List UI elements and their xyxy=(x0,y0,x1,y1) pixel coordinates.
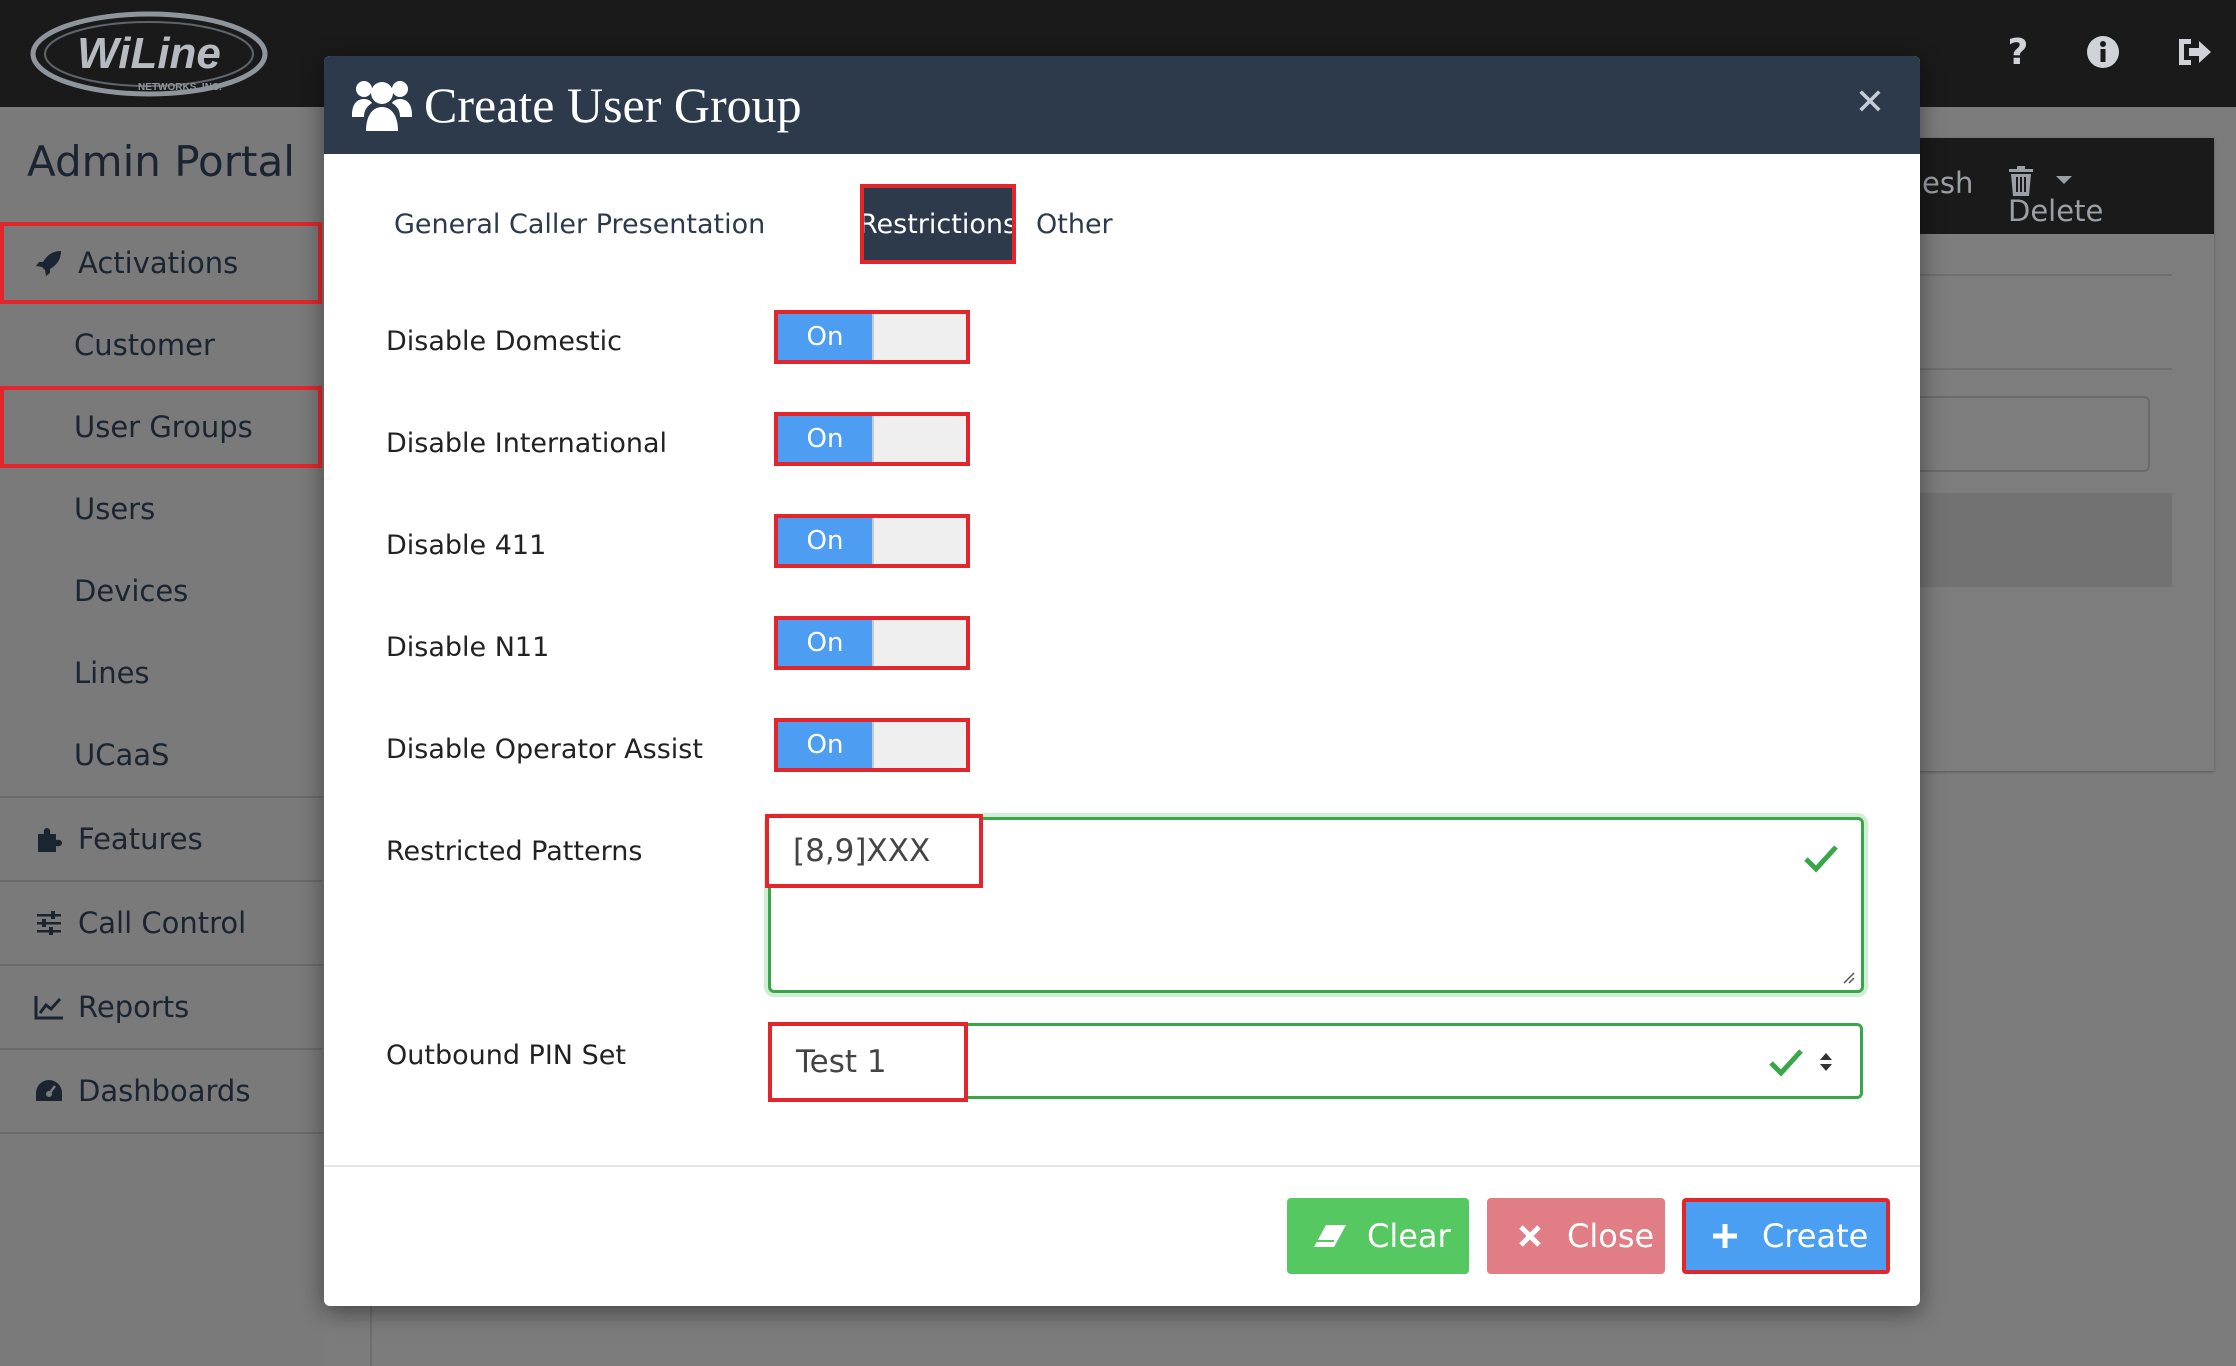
sidebar-item-label: Users xyxy=(74,492,156,526)
background-toolbar: esh Delete xyxy=(1910,138,2214,234)
line-chart-icon xyxy=(34,992,64,1022)
sidebar-item-label: Reports xyxy=(78,990,190,1024)
rocket-icon xyxy=(34,248,64,278)
sidebar-item-label: Dashboards xyxy=(78,1074,251,1108)
sidebar-item-devices[interactable]: Devices xyxy=(0,550,322,632)
tab-other[interactable]: Other xyxy=(1036,208,1113,240)
refresh-button[interactable]: esh xyxy=(1922,166,1974,200)
disable-operator-assist-label: Disable Operator Assist xyxy=(386,734,703,765)
background-row xyxy=(1910,493,2172,587)
sidebar-item-label: Devices xyxy=(74,574,189,608)
trash-icon xyxy=(2009,166,2033,196)
disable-411-toggle[interactable]: On xyxy=(774,514,970,568)
delete-button[interactable]: Delete xyxy=(2008,166,2103,228)
sidebar-item-label: User Groups xyxy=(74,410,253,444)
background-divider xyxy=(1910,368,2172,370)
plus-icon xyxy=(1706,1217,1744,1255)
restricted-patterns-textarea[interactable]: [8,9]XXX xyxy=(765,814,1864,993)
page-divider xyxy=(370,1300,372,1366)
toggle-on-label: On xyxy=(778,722,874,768)
create-button[interactable]: Create xyxy=(1682,1198,1890,1274)
create-button-label: Create xyxy=(1762,1217,1869,1255)
question-icon[interactable]: ? xyxy=(2007,31,2029,73)
svg-text:WiLine: WiLine xyxy=(77,29,221,78)
sidebar-item-customer[interactable]: Customer xyxy=(0,304,322,386)
background-divider xyxy=(1910,274,2172,276)
info-icon[interactable] xyxy=(2073,24,2133,80)
disable-411-label: Disable 411 xyxy=(386,530,547,561)
times-icon xyxy=(1511,1217,1549,1255)
outbound-pin-set-label: Outbound PIN Set xyxy=(386,1040,626,1071)
clear-button[interactable]: Clear xyxy=(1287,1198,1469,1274)
sidebar-item-dashboards[interactable]: Dashboards xyxy=(0,1050,322,1132)
check-icon xyxy=(1769,1049,1803,1077)
svg-text:NETWORKS, INC.: NETWORKS, INC. xyxy=(138,82,222,93)
sidebar-item-users[interactable]: Users xyxy=(0,468,322,550)
sidebar-item-lines[interactable]: Lines xyxy=(0,632,322,714)
sidebar-item-label: Features xyxy=(78,822,203,856)
sidebar-item-ucaas[interactable]: UCaaS xyxy=(0,714,322,796)
sidebar-divider xyxy=(0,1132,322,1134)
close-button[interactable]: Close xyxy=(1487,1198,1665,1274)
modal-footer-divider xyxy=(324,1165,1920,1167)
sidebar-divider xyxy=(0,796,322,798)
sidebar-divider xyxy=(0,1048,322,1050)
disable-international-label: Disable International xyxy=(386,428,668,459)
delete-label: Delete xyxy=(2008,194,2104,228)
toggle-on-label: On xyxy=(778,416,874,462)
sidebar: Admin Portal Activations Customer User G… xyxy=(0,107,322,1366)
sign-out-icon[interactable] xyxy=(2164,24,2224,80)
sidebar-item-user-groups[interactable]: User Groups xyxy=(0,386,322,468)
modal-title: Create User Group xyxy=(424,77,802,133)
resize-handle-icon[interactable] xyxy=(1841,970,1855,984)
restricted-patterns-label: Restricted Patterns xyxy=(386,836,643,867)
background-input xyxy=(1910,396,2150,472)
sidebar-divider xyxy=(0,964,322,966)
dashboard-icon xyxy=(34,1076,64,1106)
background-card: esh Delete xyxy=(1910,138,2214,771)
close-icon[interactable]: ✕ xyxy=(1854,81,1886,123)
select-arrows-icon xyxy=(1820,1053,1832,1071)
tab-caller-presentation[interactable]: Caller Presentation xyxy=(509,208,766,240)
disable-n11-toggle[interactable]: On xyxy=(774,616,970,670)
disable-international-toggle[interactable]: On xyxy=(774,412,970,466)
portal-title: Admin Portal xyxy=(27,137,295,186)
modal-header: Create User Group ✕ xyxy=(324,56,1920,154)
sidebar-item-label: Lines xyxy=(74,656,150,690)
close-button-label: Close xyxy=(1567,1217,1655,1255)
users-icon xyxy=(352,81,412,131)
disable-domestic-label: Disable Domestic xyxy=(386,326,622,357)
sidebar-item-label: Customer xyxy=(74,328,215,362)
restricted-patterns-value: [8,9]XXX xyxy=(765,814,983,888)
caret-down-icon xyxy=(2056,176,2072,184)
disable-n11-label: Disable N11 xyxy=(386,632,550,663)
eraser-icon xyxy=(1311,1217,1349,1255)
toggle-on-label: On xyxy=(778,314,874,360)
sliders-icon xyxy=(34,908,64,938)
toggle-on-label: On xyxy=(778,518,874,564)
disable-domestic-toggle[interactable]: On xyxy=(774,310,970,364)
sidebar-item-reports[interactable]: Reports xyxy=(0,966,322,1048)
puzzle-icon xyxy=(34,824,64,854)
create-user-group-modal: Create User Group ✕ General Caller Prese… xyxy=(324,56,1920,1306)
sidebar-item-features[interactable]: Features xyxy=(0,798,322,880)
tab-general[interactable]: General xyxy=(394,208,501,240)
disable-operator-assist-toggle[interactable]: On xyxy=(774,718,970,772)
sidebar-divider xyxy=(0,880,322,882)
wiline-logo[interactable]: WiLine NETWORKS, INC. xyxy=(28,8,270,100)
toggle-on-label: On xyxy=(778,620,874,666)
check-icon xyxy=(1804,845,1838,873)
sidebar-item-activations[interactable]: Activations xyxy=(0,222,322,304)
sidebar-item-call-control[interactable]: Call Control xyxy=(0,882,322,964)
sidebar-item-label: Activations xyxy=(78,246,239,280)
sidebar-item-label: UCaaS xyxy=(74,738,170,772)
outbound-pin-set-select[interactable]: Test 1 xyxy=(768,1022,1863,1102)
sidebar-item-label: Call Control xyxy=(78,906,247,940)
outbound-pin-set-value: Test 1 xyxy=(768,1022,968,1102)
tab-restrictions[interactable]: Restrictions xyxy=(859,184,1017,264)
clear-button-label: Clear xyxy=(1367,1217,1451,1255)
